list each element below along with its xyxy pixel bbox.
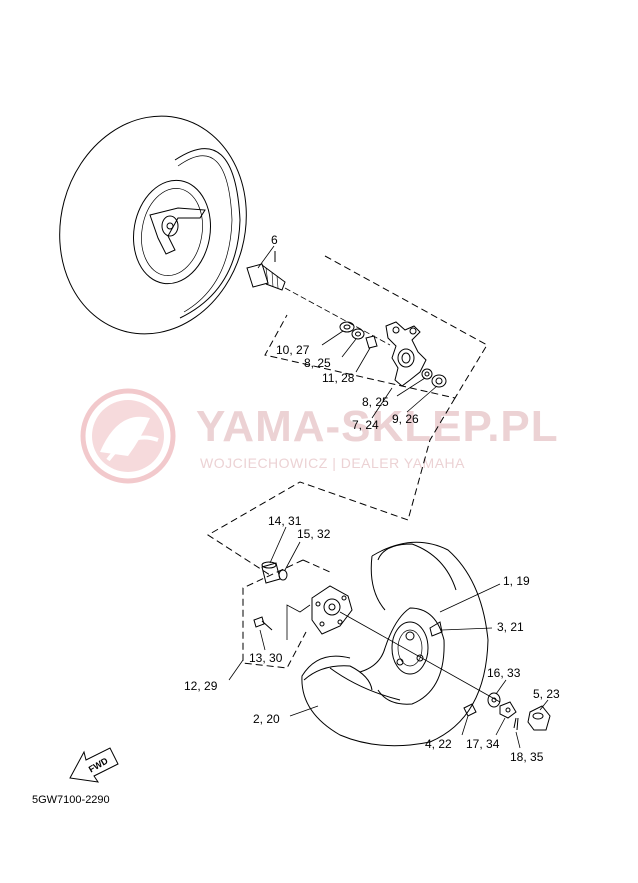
label-part-3-21: 3, 21 <box>497 620 524 634</box>
part-11-28-collar <box>365 335 378 349</box>
label-part-1-19: 1, 19 <box>503 574 530 588</box>
part-15-32-oring <box>278 569 288 581</box>
label-part-9-26: 9, 26 <box>392 412 419 426</box>
part-10-27-seal <box>339 321 355 333</box>
diagram-code: 5GW7100-2290 <box>32 794 110 806</box>
label-part-14-31: 14, 31 <box>268 514 302 528</box>
label-part-8-25-b: 8, 25 <box>362 395 389 409</box>
label-part-12-29: 12, 29 <box>184 679 218 693</box>
watermark-subtitle: WOJCIECHOWICZ | DEALER YAMAHA <box>200 455 465 471</box>
label-part-4-22: 4, 22 <box>425 737 452 751</box>
upper-wheel <box>59 115 247 335</box>
label-part-13-30: 13, 30 <box>249 651 283 665</box>
fwd-arrow-icon <box>69 747 119 783</box>
part-17-34-nut <box>499 701 517 719</box>
label-part-17-34: 17, 34 <box>466 737 500 751</box>
part-6-stud <box>246 263 286 291</box>
part-16-33-washer <box>487 692 501 708</box>
label-part-8-25-a: 8, 25 <box>304 356 331 370</box>
part-18-35-cotter-pin <box>513 717 519 731</box>
part-5-23-cap <box>527 705 551 731</box>
part-8-25-bearing <box>351 328 365 340</box>
part-13-30-bolt <box>253 616 273 631</box>
lower-wheel <box>301 541 489 747</box>
label-part-18-35: 18, 35 <box>510 750 544 764</box>
label-part-10-27: 10, 27 <box>276 343 310 357</box>
part-8-25-bearing-b <box>421 368 433 380</box>
part-9-26-seal <box>431 374 447 388</box>
part-hub-flange <box>311 585 353 635</box>
part-7-24-knuckle <box>385 321 427 387</box>
label-part-5-23: 5, 23 <box>533 687 560 701</box>
label-part-2-20: 2, 20 <box>253 712 280 726</box>
label-part-15-32: 15, 32 <box>297 527 331 541</box>
part-4-22-nut <box>463 703 477 717</box>
label-part-7-24: 7, 24 <box>352 418 379 432</box>
label-part-16-33: 16, 33 <box>487 666 521 680</box>
label-part-6: 6 <box>271 233 278 247</box>
label-part-11-28: 11, 28 <box>322 371 355 385</box>
